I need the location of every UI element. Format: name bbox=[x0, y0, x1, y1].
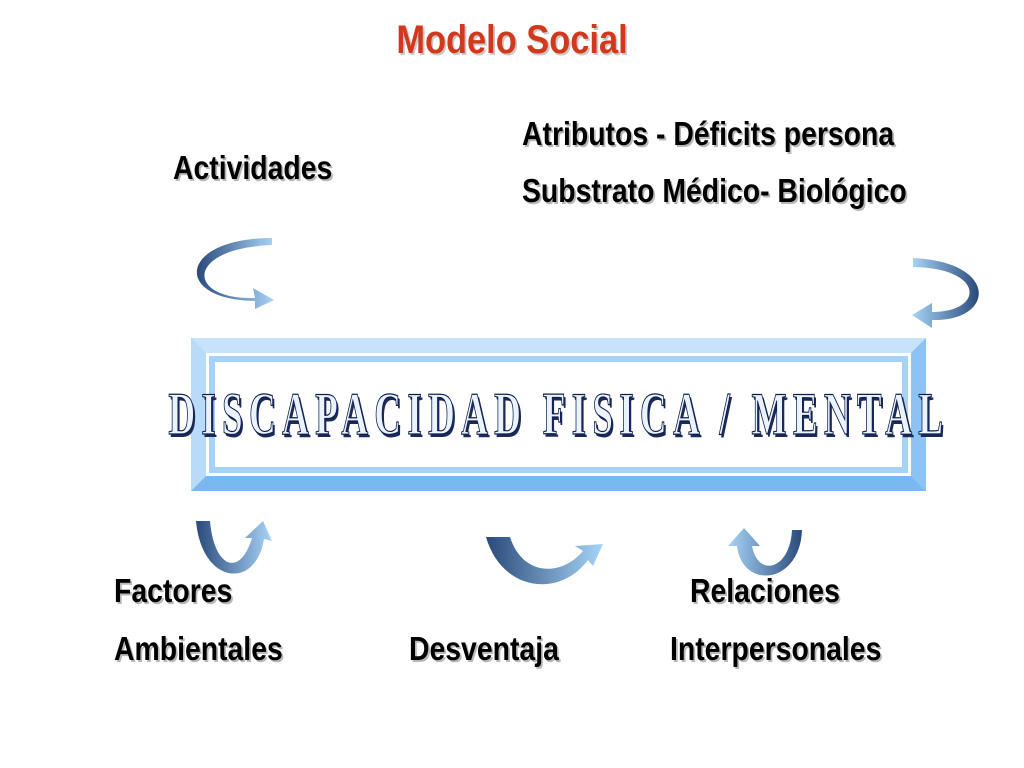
curved-arrow-icon bbox=[728, 528, 802, 576]
center-frame bbox=[191, 338, 926, 491]
curved-arrow-icon bbox=[912, 258, 979, 328]
slide-title: Modelo Social bbox=[396, 18, 628, 62]
center-banner: DISCAPACIDAD FISICA / MENTAL bbox=[168, 338, 943, 491]
label-atributos: Atributos - Déficits persona bbox=[522, 115, 895, 152]
center-box: DISCAPACIDAD FISICA / MENTAL bbox=[168, 338, 943, 491]
curved-arrow-icon bbox=[196, 238, 274, 309]
label-actividades: Actividades bbox=[173, 149, 333, 186]
label-relaciones: Relaciones bbox=[690, 572, 840, 609]
label-interpersonales: Interpersonales bbox=[670, 630, 882, 667]
label-ambientales: Ambientales bbox=[114, 630, 283, 667]
curved-arrow-icon bbox=[196, 521, 272, 574]
label-desventaja: Desventaja bbox=[409, 630, 559, 667]
center-text: DISCAPACIDAD FISICA / MENTAL bbox=[168, 380, 949, 447]
label-factores: Factores bbox=[114, 572, 233, 609]
curved-arrow-icon bbox=[486, 537, 603, 585]
label-substrato: Substrato Médico- Biológico bbox=[522, 172, 907, 209]
